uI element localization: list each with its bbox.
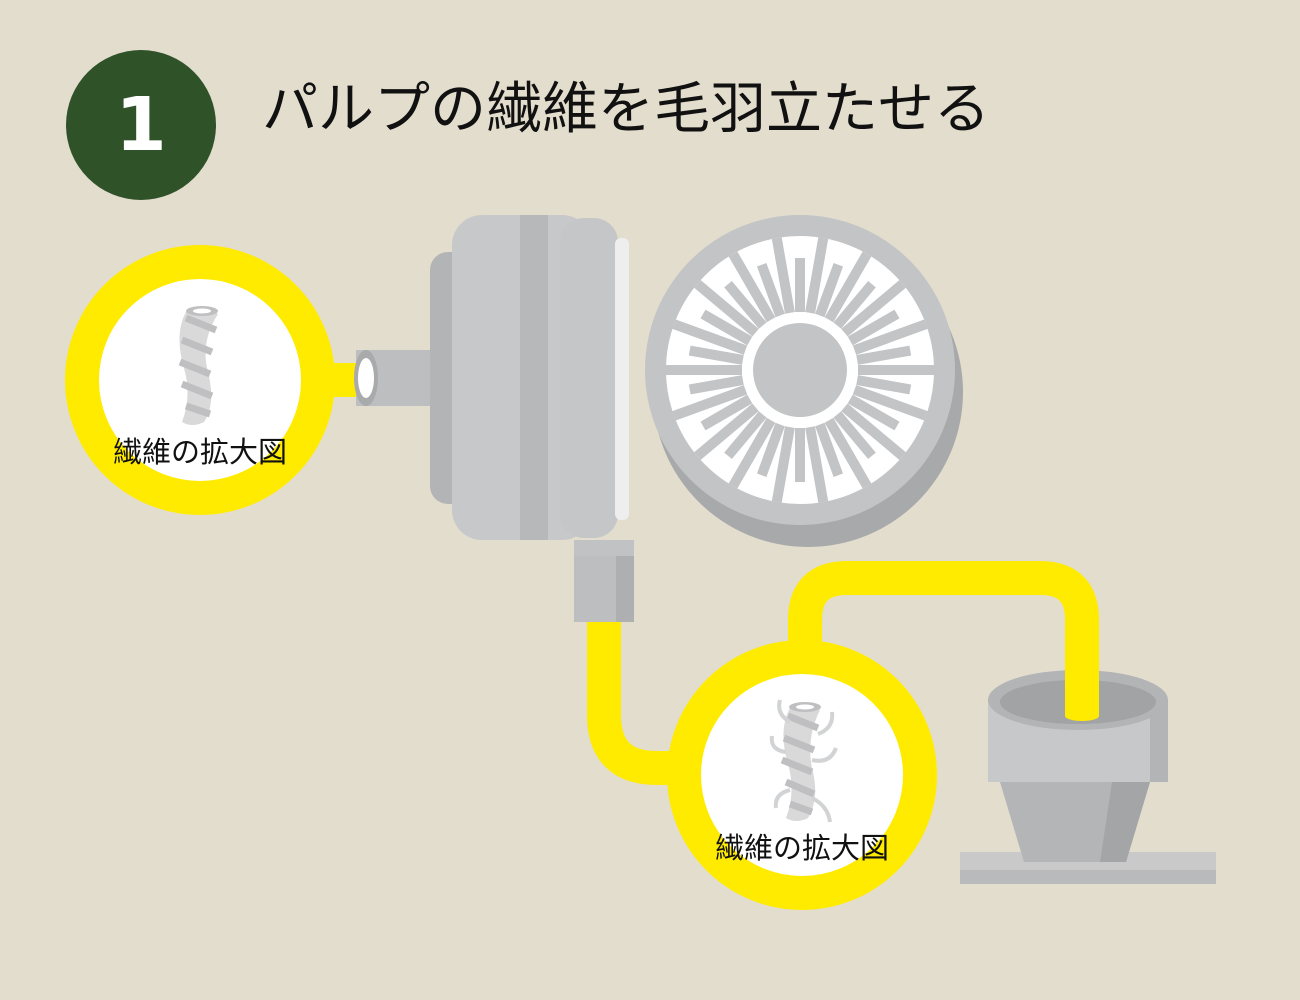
disc-blade — [724, 280, 767, 329]
disc-blade — [771, 426, 795, 503]
magnifier-label-1: 繊維の拡大図 — [112, 435, 288, 469]
disc-blade — [756, 263, 785, 318]
disc-blade — [688, 375, 744, 395]
disc-blade — [688, 345, 744, 365]
disc-blade — [805, 426, 829, 503]
disc-blade — [672, 319, 748, 355]
disc-blade — [847, 309, 900, 346]
step-badge: 1 — [66, 50, 216, 200]
refiner-machine-icon — [354, 215, 634, 622]
disc-blade — [672, 385, 748, 421]
disc-blade — [805, 237, 829, 314]
step-number: 1 — [115, 82, 167, 168]
page-title: パルプの繊維を毛羽立たせる — [262, 77, 990, 142]
disc-blade — [694, 403, 759, 460]
fiber-fibrillated-icon — [769, 699, 838, 823]
disc-blade — [824, 251, 872, 323]
disc-blade — [756, 422, 785, 477]
disc-blade — [700, 394, 753, 431]
fiber-smooth-icon — [178, 306, 218, 425]
magnifier-1 — [65, 245, 335, 515]
disc-blade — [856, 375, 912, 395]
disc-blade — [700, 309, 753, 346]
magnifier-label-2: 繊維の拡大図 — [714, 831, 890, 865]
disc-blade — [815, 263, 844, 318]
grinding-disc-icon — [645, 215, 963, 547]
disc-blade — [847, 394, 900, 431]
disc-blade — [852, 385, 928, 421]
disc-blade — [694, 280, 759, 337]
disc-blade — [724, 411, 767, 460]
outlet-pipe — [587, 620, 700, 785]
disc-blade — [856, 345, 912, 365]
disc-blade — [815, 422, 844, 477]
funnel-tank-icon — [960, 670, 1216, 884]
transfer-pipe — [788, 561, 1099, 712]
disc-blade — [771, 237, 795, 314]
disc-blade — [824, 417, 872, 489]
disc-blade — [728, 251, 776, 323]
disc-blade — [841, 403, 906, 460]
disc-blade — [833, 411, 876, 460]
disc-blade — [728, 417, 776, 489]
disc-blade — [841, 280, 906, 337]
magnifier-2 — [667, 640, 937, 910]
disc-blade — [833, 280, 876, 329]
disc-blade — [852, 319, 928, 355]
